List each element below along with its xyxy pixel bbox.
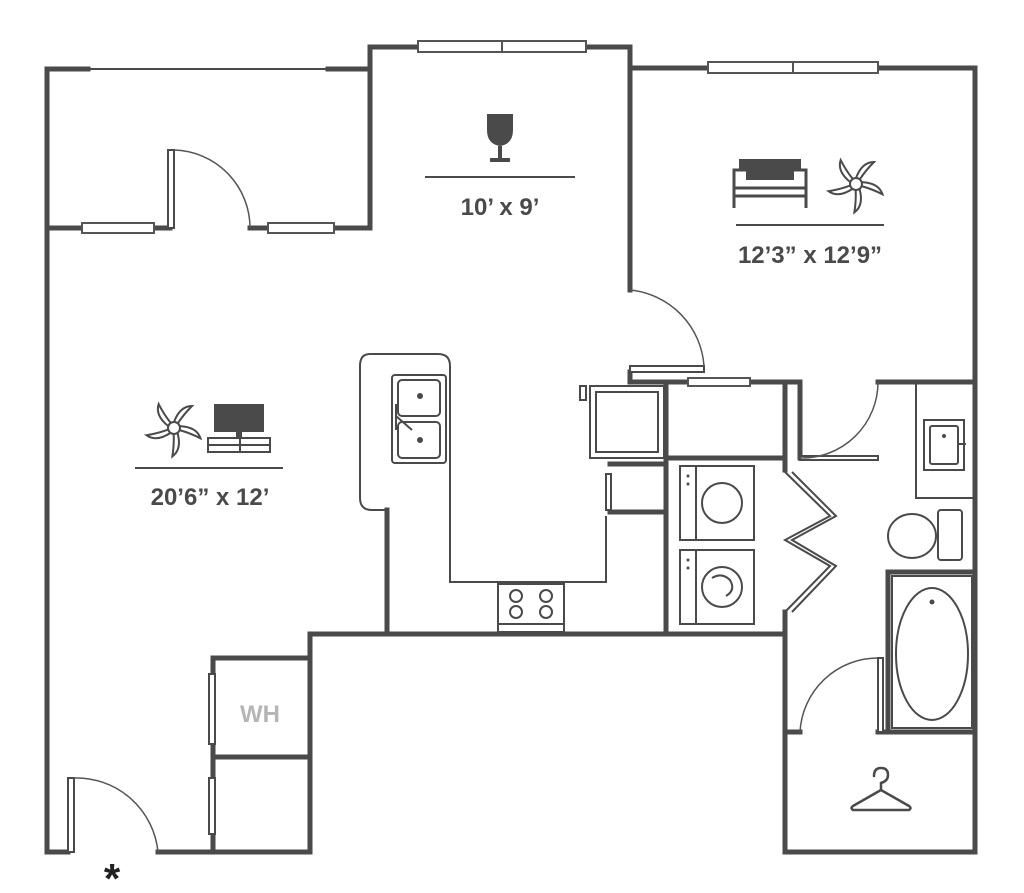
kitchen (359, 353, 669, 633)
refrigerator (589, 385, 665, 459)
ceiling-fan-icon (143, 401, 203, 459)
dining-room-dimensions: 10’ x 9’ (461, 194, 540, 221)
living-room-dimensions: 20’6” x 12’ (151, 484, 270, 511)
hanger-icon (850, 766, 912, 812)
toilet (887, 509, 963, 561)
bedroom-dimensions: 12’3” x 12’9” (738, 242, 882, 269)
ceiling-fan-icon (825, 157, 885, 215)
living-room: 20’6” x 12’ (135, 401, 283, 511)
bed-icon (732, 159, 808, 208)
bedroom: 12’3” x 12’9” (732, 157, 885, 269)
dining-room: 10’ x 9’ (425, 114, 575, 221)
wine-glass-icon (487, 114, 513, 162)
bathtub (891, 575, 973, 729)
laundry (679, 465, 755, 625)
windows (81, 40, 879, 387)
bathroom (887, 381, 975, 729)
water-heater-label: WH (240, 701, 280, 728)
doors (67, 149, 884, 853)
entry-marker: * (104, 855, 121, 893)
tv-icon (207, 404, 271, 453)
kitchen-sink (391, 374, 447, 464)
